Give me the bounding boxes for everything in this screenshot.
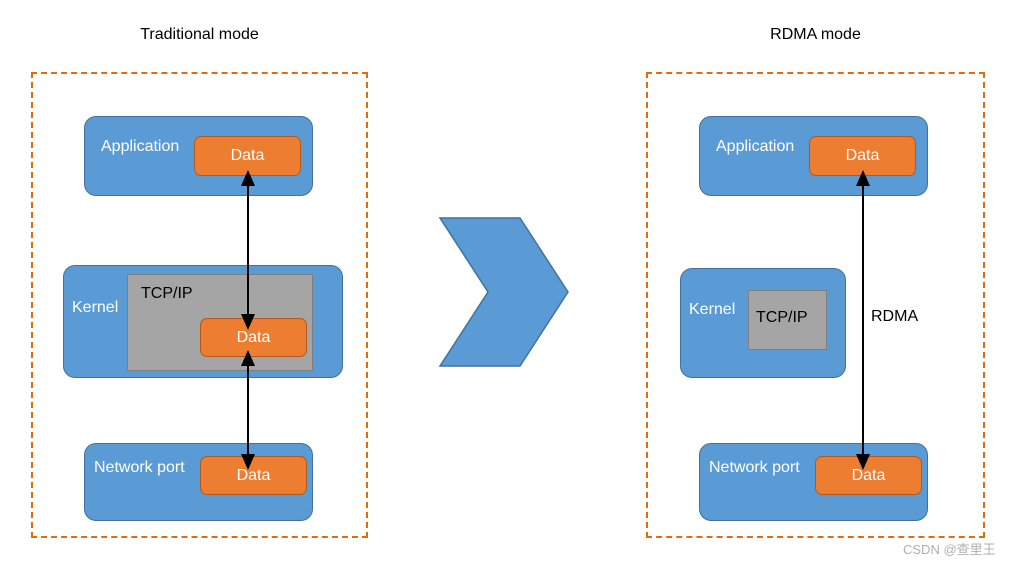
rdma-mode-region [646, 72, 985, 538]
chevron-right-icon [438, 217, 569, 367]
rdma-kernel-label: Kernel [689, 301, 736, 318]
traditional-kernel-data-box: Data [200, 318, 307, 357]
traditional-network-port-data-box: Data [200, 456, 307, 495]
rdma-network-port-data-box: Data [815, 456, 922, 495]
traditional-arrow-app-kernel-icon [241, 170, 255, 330]
traditional-application-data-box: Data [194, 136, 301, 176]
traditional-arrow-kernel-netport-icon [241, 350, 255, 470]
rdma-network-port-label: Network port [709, 459, 800, 476]
traditional-kernel-label: Kernel [72, 299, 119, 316]
traditional-tcpip-label: TCP/IP [141, 285, 193, 302]
rdma-arrow-app-netport-icon [856, 170, 870, 470]
rdma-tcpip-box [748, 290, 827, 350]
rdma-application-label: Application [716, 138, 795, 155]
traditional-mode-title: Traditional mode [140, 26, 259, 43]
rdma-mode-title: RDMA mode [770, 26, 861, 43]
traditional-network-port-label: Network port [94, 459, 185, 476]
watermark-text: CSDN @查里王 [903, 542, 996, 557]
traditional-application-label: Application [101, 138, 180, 155]
traditional-mode-region [31, 72, 368, 538]
rdma-path-label: RDMA [871, 308, 919, 325]
rdma-tcpip-label: TCP/IP [756, 309, 808, 326]
rdma-application-data-box: Data [809, 136, 916, 176]
